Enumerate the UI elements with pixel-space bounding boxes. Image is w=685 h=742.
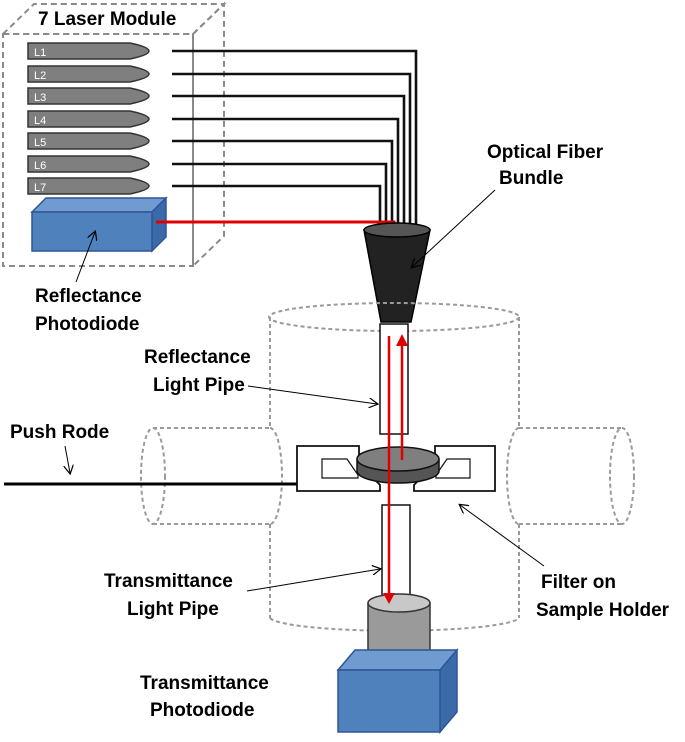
- laser-L3: L3: [27, 87, 150, 105]
- transmittance-pipe-label-line2: Light Pipe: [127, 599, 219, 620]
- laser-label: L7: [34, 182, 46, 194]
- laser-label: L6: [34, 160, 46, 172]
- optical-fiber-bundle: [363, 222, 431, 323]
- laser-beams: [383, 334, 408, 604]
- laser-L4: L4: [27, 110, 150, 128]
- transmittance-photodiode-label-line1: Transmittance: [140, 673, 269, 694]
- laser-L1: L1: [27, 42, 150, 60]
- push-rod-label: Push Rode: [10, 422, 109, 443]
- laser-L6: L6: [27, 155, 150, 173]
- filter-disk: [356, 446, 440, 484]
- laser-label: L3: [34, 92, 46, 104]
- optical-fiber-label-line1: Optical Fiber: [487, 142, 604, 163]
- transmittance-pipe-label-line1: Transmittance: [104, 571, 233, 592]
- laser-module-title: 7 Laser Module: [38, 9, 176, 30]
- optical-fiber-label-line2: Bundle: [499, 168, 563, 189]
- laser-L2: L2: [27, 65, 150, 83]
- laser-L5: L5: [27, 132, 150, 150]
- laser-label: L5: [34, 137, 46, 149]
- reflectance-photodiode-label-line1: Reflectance: [35, 286, 142, 307]
- filter-label-line1: Filter on: [541, 572, 616, 593]
- filter-label-line2: Sample Holder: [536, 600, 670, 621]
- transmittance-light-pipe: [381, 504, 411, 606]
- laser-label: L1: [34, 47, 46, 59]
- reflectance-pipe-label-line2: Light Pipe: [153, 375, 245, 396]
- laser-label: L4: [34, 115, 46, 127]
- laser-L7: L7: [27, 177, 150, 195]
- transmittance-photodiode-label-line2: Photodiode: [150, 700, 254, 721]
- laser-label: L2: [34, 70, 46, 82]
- fiber-lines: [172, 49, 418, 236]
- reflectance-pipe-label-line1: Reflectance: [144, 347, 251, 368]
- reflectance-photodiode: [30, 196, 168, 253]
- transmittance-photodiode: [336, 647, 459, 735]
- reflectance-photodiode-label-line2: Photodiode: [35, 314, 139, 335]
- reflected-beam-to-photodiode: [156, 220, 396, 238]
- sample-holder: [296, 445, 496, 492]
- leader-arrows: [65, 189, 545, 592]
- laser-module-box: [0, 1, 227, 269]
